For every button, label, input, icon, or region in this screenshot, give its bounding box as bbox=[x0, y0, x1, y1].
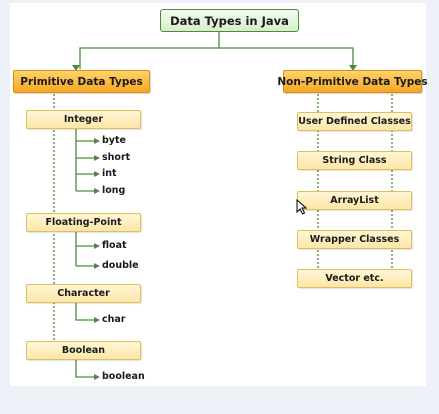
nonprimitive-category: Non-Primitive Data Types bbox=[277, 70, 428, 93]
group-boolean: Boolean bbox=[26, 341, 141, 360]
connector-float-leaves bbox=[75, 232, 95, 267]
leaf-byte: byte bbox=[102, 135, 126, 146]
connector-root-nonprimitive bbox=[219, 47, 354, 69]
arrow-primitive bbox=[72, 65, 80, 71]
item-arraylist: ArrayList bbox=[297, 191, 412, 210]
item-vector-etc: Vector etc. bbox=[297, 269, 412, 288]
arrow-nonprimitive bbox=[349, 65, 357, 71]
leaf-long: long bbox=[102, 185, 126, 196]
connector-root-primitive bbox=[79, 29, 220, 69]
item-wrapper-classes: Wrapper Classes bbox=[297, 230, 412, 249]
root-node: Data Types in Java bbox=[160, 9, 299, 32]
leaf-boolean: boolean bbox=[102, 371, 145, 382]
primitive-category: Primitive Data Types bbox=[13, 70, 150, 93]
group-floating-point: Floating-Point bbox=[26, 213, 141, 232]
item-user-defined-classes: User Defined Classes bbox=[297, 112, 412, 131]
group-integer: Integer bbox=[26, 110, 141, 129]
diagram-canvas: Data Types in Java Primitive Data Types … bbox=[10, 3, 428, 386]
mouse-pointer-icon bbox=[296, 199, 308, 215]
group-character: Character bbox=[26, 284, 141, 303]
leaf-int: int bbox=[102, 168, 117, 179]
leaf-char: char bbox=[102, 314, 126, 325]
item-string-class: String Class bbox=[297, 151, 412, 170]
connector-boolean-leaf bbox=[75, 360, 95, 378]
leaf-short: short bbox=[102, 152, 131, 163]
connector-char-leaf bbox=[75, 303, 95, 321]
leaf-double: double bbox=[102, 260, 139, 271]
arrowheads bbox=[72, 65, 357, 380]
leaf-float: float bbox=[102, 240, 127, 251]
connector-integer-leaves bbox=[76, 140, 95, 192]
